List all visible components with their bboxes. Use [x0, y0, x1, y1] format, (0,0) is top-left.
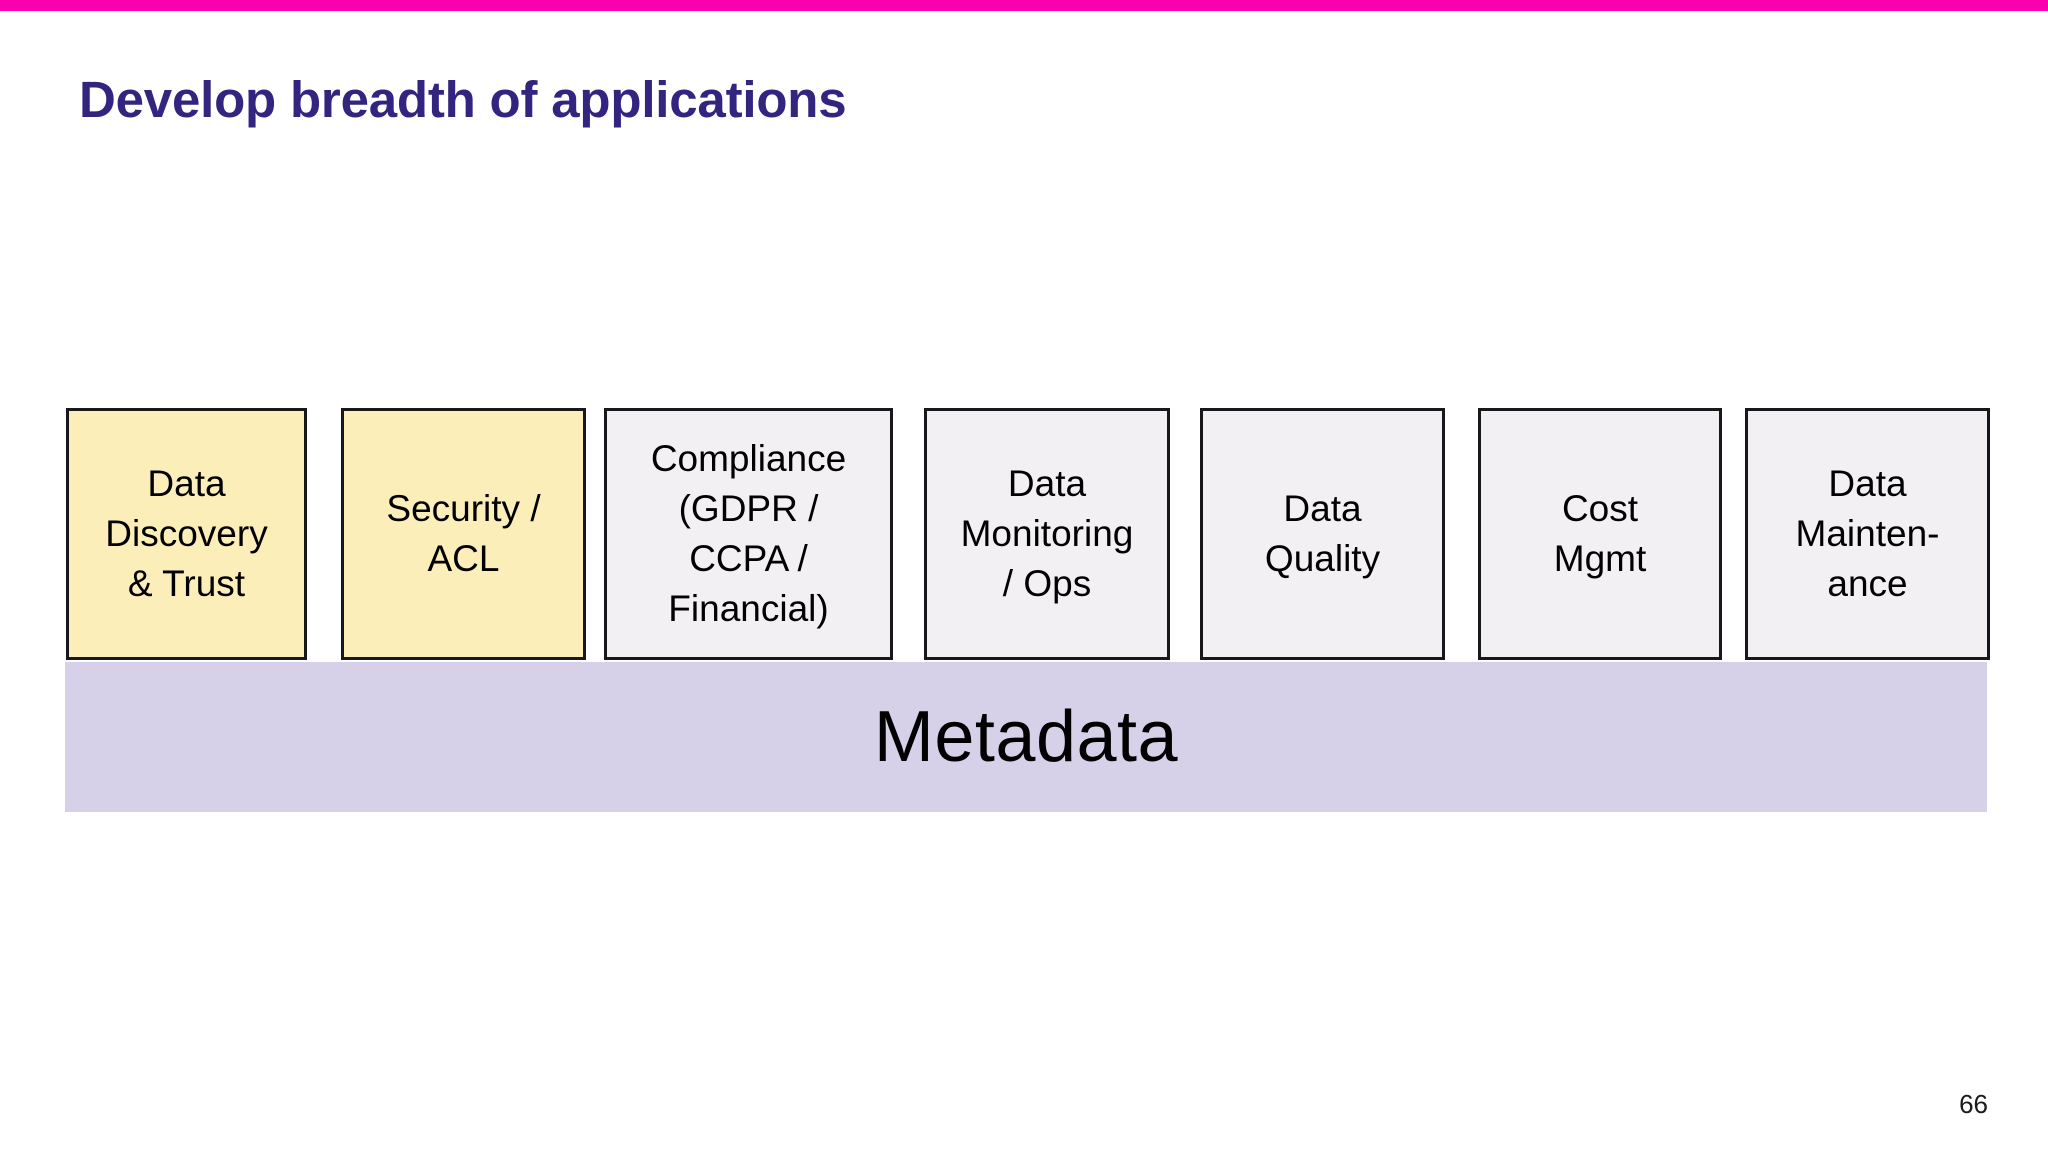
application-box[interactable]: Security / ACL [341, 408, 586, 660]
application-box[interactable]: Compliance (GDPR / CCPA / Financial) [604, 408, 893, 660]
metadata-band-label: Metadata [873, 697, 1179, 777]
application-box[interactable]: Cost Mgmt [1478, 408, 1722, 660]
top-accent-bar [0, 0, 2048, 11]
application-box[interactable]: Data Mainten- ance [1745, 408, 1990, 660]
application-box[interactable]: Data Monitoring / Ops [924, 408, 1170, 660]
application-box-label: Cost Mgmt [1553, 488, 1647, 579]
application-box[interactable]: Data Discovery & Trust [66, 408, 307, 660]
application-box-label: Data Quality [1264, 488, 1381, 579]
page-title: Develop breadth of applications [79, 71, 847, 128]
application-box-label: Data Monitoring / Ops [960, 463, 1134, 604]
application-box-label: Security / ACL [386, 488, 541, 579]
application-box-label: Data Discovery & Trust [105, 463, 268, 604]
metadata-foundation-band: Metadata [65, 662, 1987, 812]
application-box[interactable]: Data Quality [1200, 408, 1445, 660]
application-box-label: Compliance (GDPR / CCPA / Financial) [650, 438, 847, 629]
page-number: 66 [1959, 1089, 1988, 1119]
application-box-label: Data Mainten- ance [1795, 463, 1940, 604]
